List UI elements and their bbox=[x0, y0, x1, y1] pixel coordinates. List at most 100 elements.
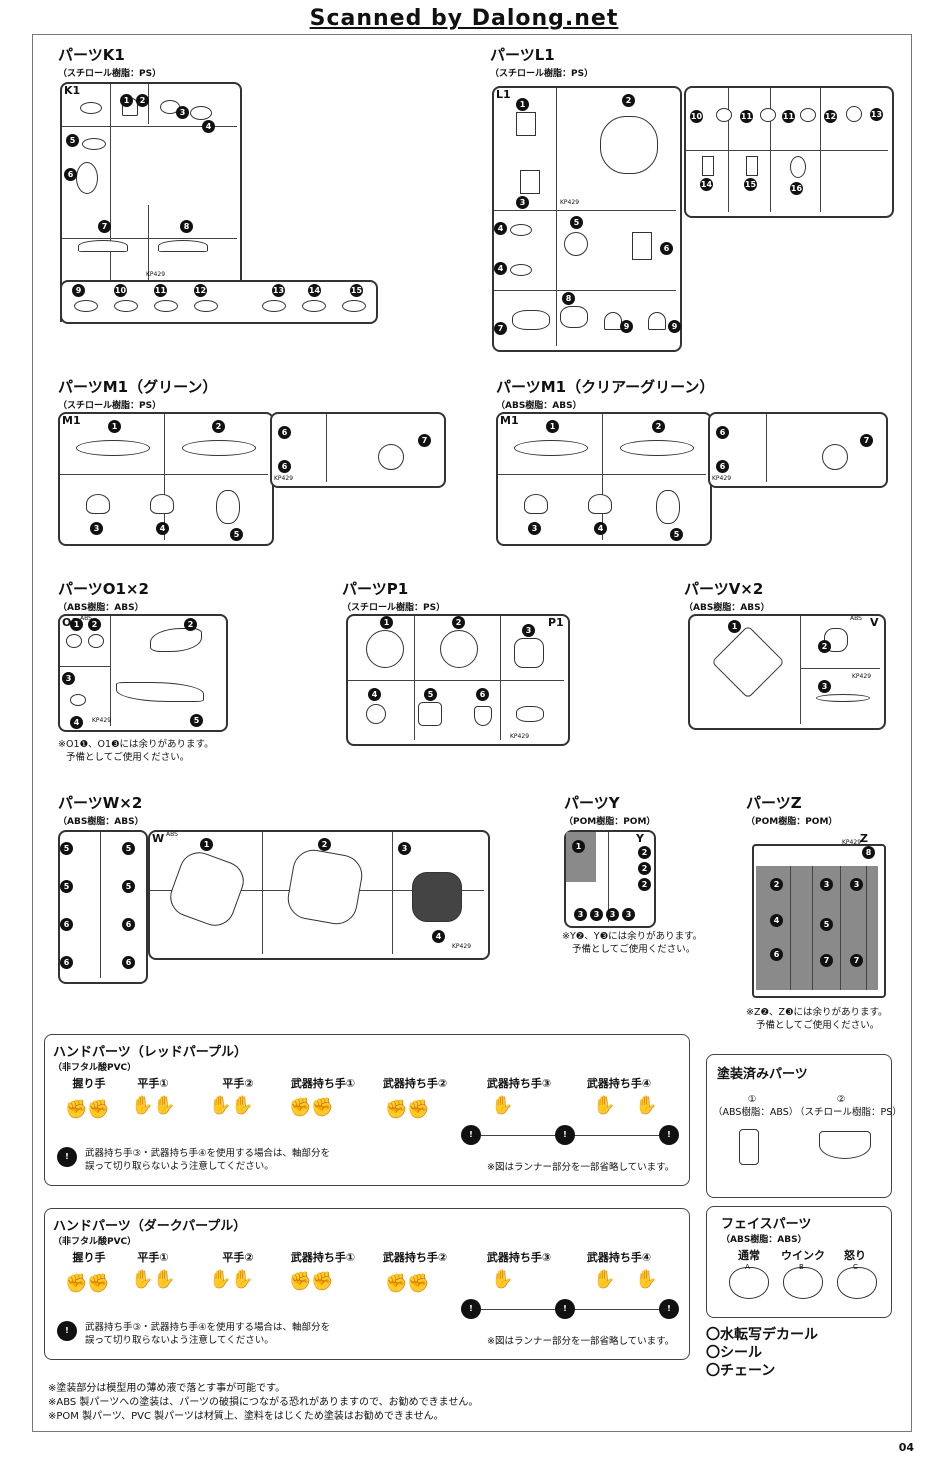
caution-icon: ! bbox=[461, 1299, 481, 1319]
part-shape bbox=[76, 440, 150, 456]
sprue bbox=[494, 290, 676, 291]
hand-label: 平手② bbox=[222, 1251, 254, 1264]
part-number-badge: 9 bbox=[72, 284, 85, 297]
part-number-badge: 2 bbox=[136, 94, 149, 107]
part-shape bbox=[648, 312, 666, 330]
sprue bbox=[110, 616, 111, 726]
part-shape bbox=[378, 444, 404, 470]
item-number: ② bbox=[836, 1094, 846, 1105]
note-line: 予備としてご使用ください。 bbox=[572, 944, 696, 955]
part-number-badge: 15 bbox=[744, 178, 757, 191]
part-number-badge: 1 bbox=[70, 618, 83, 631]
part-number-badge: 6 bbox=[122, 918, 135, 931]
note-line: 予備としてご使用ください。 bbox=[756, 1020, 880, 1031]
caution-icon: ! bbox=[57, 1321, 77, 1341]
misc-item: 〇チェーン bbox=[706, 1363, 776, 1379]
section-material: （ABS樹脂：ABS） bbox=[58, 817, 144, 827]
runner-frame bbox=[270, 412, 446, 488]
hand-label: 武器持ち手③ bbox=[486, 1077, 552, 1090]
hand-label: 武器持ち手② bbox=[382, 1077, 448, 1090]
part-number-badge: 2 bbox=[770, 878, 783, 891]
caution-icon: ! bbox=[659, 1125, 679, 1145]
sprue bbox=[60, 666, 110, 667]
sprue bbox=[766, 414, 767, 482]
runner-code: KP429 bbox=[842, 839, 862, 846]
caution-line: 武器持ち手③・武器持ち手④を使用する場合は、軸部分を bbox=[85, 1148, 331, 1159]
footnote-line: ※ABS 製パーツへの塗装は、パーツの破損につながる恐れがありますので、お勧めで… bbox=[48, 1397, 479, 1408]
caution-text: 武器持ち手③・武器持ち手④を使用する場合は、軸部分を 誤って切り取らないよう注意… bbox=[85, 1147, 330, 1173]
section-material: （スチロール樹脂：PS） bbox=[58, 69, 162, 79]
part-number-badge: 6 bbox=[770, 948, 783, 961]
face-icon bbox=[783, 1267, 823, 1299]
box-material: （非フタル酸PVC） bbox=[53, 1237, 137, 1247]
hand-icon: ✋✋ bbox=[131, 1095, 176, 1116]
sprue bbox=[608, 832, 609, 922]
part-number-badge: 5 bbox=[820, 918, 833, 931]
painted-parts-box: 塗装済みパーツ ① （ABS樹脂：ABS） ② （スチロール樹脂：PS） bbox=[706, 1054, 902, 1198]
box-title: ハンドパーツ（レッドパープル） bbox=[53, 1045, 247, 1060]
part-shape bbox=[74, 300, 98, 312]
part-number-badge: 5 bbox=[424, 688, 437, 701]
section-material: （スチロール樹脂：PS） bbox=[342, 603, 446, 613]
part-number-badge: 4 bbox=[202, 120, 215, 133]
part-shape bbox=[846, 106, 862, 122]
part-number-badge: 5 bbox=[122, 842, 135, 855]
section-w: パーツW×2 （ABS樹脂：ABS） bbox=[58, 792, 144, 827]
part-number-badge: 5 bbox=[570, 216, 583, 229]
part-shape bbox=[819, 1131, 871, 1159]
part-number-badge: 3 bbox=[574, 908, 587, 921]
part-number-badge: 16 bbox=[790, 182, 803, 195]
face-parts-box: フェイスパーツ （ABS樹脂：ABS） 通常 ウインク 怒り A B C bbox=[706, 1206, 892, 1318]
section-title: パーツM1（グリーン） bbox=[58, 378, 218, 396]
part-number-badge: 5 bbox=[670, 528, 683, 541]
runner-id: W bbox=[152, 832, 165, 845]
hand-icon: ✋✋ bbox=[131, 1269, 176, 1290]
part-number-badge: 7 bbox=[860, 434, 873, 447]
part-number-badge: 6 bbox=[278, 460, 291, 473]
part-shape bbox=[154, 300, 178, 312]
part-shape bbox=[80, 102, 102, 114]
sprue bbox=[62, 238, 237, 239]
part-number-badge: 4 bbox=[494, 222, 507, 235]
part-number-badge: 1 bbox=[108, 420, 121, 433]
part-shape bbox=[82, 138, 106, 150]
sprue bbox=[556, 88, 557, 346]
item-number: ① bbox=[747, 1094, 757, 1105]
sprue bbox=[414, 616, 415, 740]
note-line: ※Z❷、Z❸には余りがあります。 bbox=[746, 1007, 888, 1018]
part-number-badge: 5 bbox=[60, 842, 73, 855]
hand-label: 武器持ち手① bbox=[290, 1077, 356, 1090]
part-shape bbox=[418, 702, 442, 726]
hand-label: 武器持ち手① bbox=[290, 1251, 356, 1264]
part-number-badge: 2 bbox=[212, 420, 225, 433]
part-number-badge: 13 bbox=[870, 108, 883, 121]
hand-label: 武器持ち手② bbox=[382, 1251, 448, 1264]
face-tag: A bbox=[745, 1263, 750, 1271]
part-shape bbox=[190, 106, 212, 120]
face-label: 怒り bbox=[844, 1249, 866, 1262]
section-z: パーツZ （POM樹脂：POM） bbox=[746, 792, 837, 827]
sprue bbox=[790, 866, 791, 990]
section-title: パーツL1 bbox=[490, 46, 555, 64]
hand-icon: ✋ bbox=[491, 1269, 514, 1290]
part-shape bbox=[564, 232, 588, 256]
part-shape bbox=[412, 872, 462, 922]
part-number-badge: 2 bbox=[452, 616, 465, 629]
painted-item-1: ① （ABS樹脂：ABS） bbox=[713, 1093, 798, 1119]
part-shape bbox=[194, 300, 218, 312]
part-shape bbox=[739, 1129, 759, 1165]
sprue bbox=[602, 414, 603, 540]
section-material: （スチロール樹脂：PS） bbox=[490, 69, 594, 79]
part-shape bbox=[182, 440, 256, 456]
sprue bbox=[494, 210, 676, 211]
hand-icon: ✊✊ bbox=[289, 1271, 334, 1292]
part-number-badge: 6 bbox=[60, 918, 73, 931]
hand-icon: ✋ bbox=[635, 1269, 658, 1290]
part-number-badge: 11 bbox=[782, 110, 795, 123]
part-number-badge: 8 bbox=[862, 846, 875, 859]
part-number-badge: 13 bbox=[272, 284, 285, 297]
part-number-badge: 1 bbox=[516, 98, 529, 111]
part-shape bbox=[114, 300, 138, 312]
runner-id: P1 bbox=[548, 616, 564, 629]
hand-icon: ✋ bbox=[593, 1095, 616, 1116]
